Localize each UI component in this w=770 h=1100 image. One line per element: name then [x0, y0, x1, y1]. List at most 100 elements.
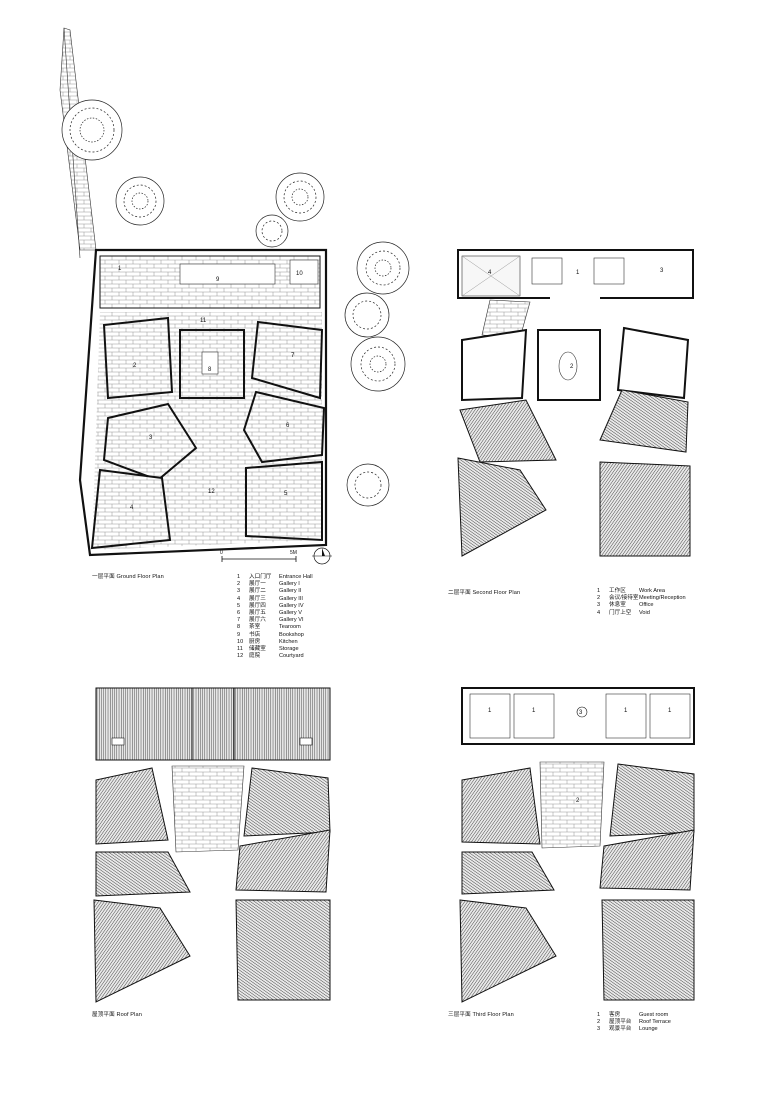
gallery-5 — [242, 390, 326, 464]
second-floor-caption: 二层平面 Second Floor Plan — [448, 588, 520, 596]
ground-caption-cn: 一层平面 — [92, 574, 115, 580]
room-number: 3 — [579, 710, 583, 716]
legend-row: 7 展厅六 Gallery VI — [237, 617, 313, 624]
legend-number: 7 — [237, 617, 241, 624]
legend-number: 12 — [237, 653, 244, 660]
gallery-2 — [102, 402, 198, 482]
legend-number: 2 — [597, 1019, 601, 1026]
ground-caption-en: Ground Floor Plan — [116, 574, 164, 580]
legend-number: 10 — [237, 638, 244, 645]
legend-number: 3 — [237, 588, 241, 595]
legend-chinese-label: 会议/接待室 — [609, 595, 639, 602]
legend-chinese-label: 储藏室 — [249, 646, 266, 653]
legend-chinese-label: 入口门厅 — [249, 574, 272, 580]
roof-plan — [93, 687, 331, 1003]
room-number: 3 — [149, 435, 153, 441]
ground-outer-wall — [78, 248, 328, 557]
north-arrow-icon — [312, 547, 332, 565]
room-number: 1 — [118, 266, 122, 272]
legend-row: 6 展厅五 Gallery V — [237, 610, 313, 617]
legend-english-label: Meeting/Reception — [639, 595, 686, 602]
room-number: 1 — [624, 708, 628, 714]
legend-english-label: Work Area — [639, 588, 666, 594]
legend-row: 2 屋顶平台 Roof Terrace — [597, 1019, 671, 1026]
legend-english-label: Gallery V — [279, 610, 303, 617]
legend-chinese-label: 展厅二 — [249, 588, 266, 595]
legend-number: 4 — [237, 595, 241, 602]
legend-english-label: Gallery III — [279, 595, 303, 602]
room-number: 1 — [488, 708, 492, 714]
room-number: 9 — [216, 277, 220, 283]
scale-end-label: 5M — [290, 550, 297, 556]
legend-number: 1 — [597, 588, 601, 594]
ground-floor-plan: 1 9 10 11 2 8 7 3 6 4 12 5 0 5M — [59, 27, 332, 565]
roof-terrace — [539, 761, 605, 849]
room-number: 1 — [668, 708, 672, 714]
legend-english-label: Lounge — [639, 1026, 658, 1033]
legend-english-label: Gallery II — [279, 588, 302, 595]
legend-chinese-label: 厨房 — [249, 638, 261, 645]
legend-english-label: Courtyard — [279, 653, 304, 660]
room-number: 2 — [576, 798, 580, 804]
legend-english-label: Gallery I — [279, 581, 300, 588]
legend-number: 6 — [237, 610, 241, 617]
gallery-4 — [245, 460, 323, 542]
legend-english-label: Void — [639, 609, 650, 616]
legend-chinese-label: 展厅一 — [249, 581, 266, 588]
gallery-1 — [102, 316, 174, 400]
third-caption-cn: 三层平面 — [448, 1012, 471, 1018]
legend-chinese-label: 屋顶平台 — [609, 1019, 632, 1026]
legend-chinese-label: 工作区 — [609, 588, 626, 594]
legend-row: 3 展厅二 Gallery II — [237, 588, 313, 595]
legend-row: 2 展厅一 Gallery I — [237, 581, 313, 588]
legend-chinese-label: 展厅五 — [249, 610, 266, 617]
room-number: 4 — [488, 270, 492, 276]
legend-chinese-label: 展厅三 — [249, 595, 266, 602]
legend-number: 1 — [597, 1012, 601, 1018]
legend-number: 5 — [237, 602, 241, 609]
second-caption-en: Second Floor Plan — [472, 590, 521, 596]
room-number: 12 — [208, 489, 215, 495]
legend-row: 11 储藏室 Storage — [237, 646, 313, 653]
legend-number: 4 — [597, 609, 601, 616]
legend-number: 3 — [597, 1026, 601, 1033]
legend-chinese-label: 休息室 — [609, 602, 626, 609]
legend-english-label: Office — [639, 602, 654, 609]
second-floor-plan: 4 1 3 2 — [457, 249, 694, 557]
scale-zero-label: 0 — [220, 550, 223, 556]
room-number: 7 — [291, 353, 295, 359]
legend-english-label: Tearoom — [279, 624, 301, 631]
legend-chinese-label: 展厅四 — [249, 602, 266, 609]
legend-english-label: Gallery VI — [279, 617, 304, 624]
second-caption-cn: 二层平面 — [448, 590, 471, 596]
second-void — [461, 328, 528, 402]
legend-number: 2 — [237, 581, 241, 588]
legend-chinese-label: 客房 — [609, 1012, 621, 1018]
legend-english-label: Storage — [279, 646, 299, 653]
legend-number: 11 — [237, 646, 243, 653]
scale-bar: 0 5M — [220, 550, 297, 562]
third-floor-plan: 1 1 1 1 3 2 — [459, 687, 695, 1003]
ground-floor-caption: 一层平面 Ground Floor Plan — [92, 572, 164, 580]
legend-english-label: Gallery IV — [279, 602, 304, 609]
legend-english-label: Bookshop — [279, 631, 304, 638]
room-number: 6 — [286, 423, 290, 429]
legend-chinese-label: 展厅六 — [249, 617, 266, 624]
gallery-6 — [250, 320, 324, 400]
legend-chinese-label: 观景平台 — [609, 1026, 632, 1033]
legend-row: 3 观景平台 Lounge — [597, 1026, 671, 1033]
legend-english-label: Roof Terrace — [639, 1019, 671, 1026]
third-floor-caption: 三层平面 Third Floor Plan — [448, 1010, 514, 1018]
room-number: 1 — [532, 708, 536, 714]
